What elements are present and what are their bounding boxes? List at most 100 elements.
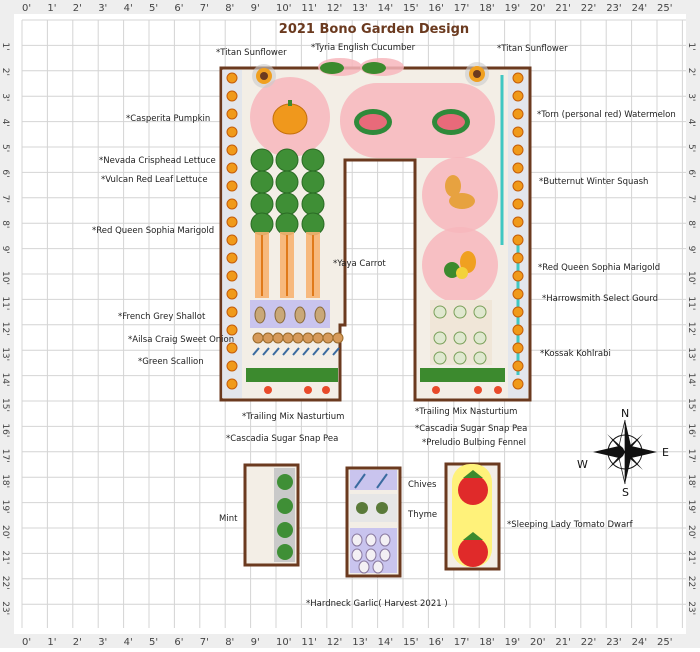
ruler-right — [686, 0, 700, 648]
lettuce-icon — [301, 148, 325, 172]
ruler-x-label: 19' — [505, 3, 520, 14]
nasturtium-row-left — [246, 368, 338, 382]
label-thyme: Thyme — [407, 510, 437, 520]
label-chives: Chives — [408, 480, 437, 490]
ruler-y-label: 2' — [686, 68, 696, 76]
kohlrabi-icon — [433, 351, 447, 365]
ruler-x-label: 8' — [225, 3, 234, 14]
ruler-x-label: 20' — [530, 637, 545, 648]
ruler-x-label: 4' — [124, 3, 133, 14]
ruler-x-label: 7' — [200, 637, 209, 648]
thyme-icon — [356, 502, 368, 514]
scallion-plants — [252, 347, 340, 356]
label-carrot: *Yaya Carrot — [333, 259, 386, 269]
label-lettuce-nevada: *Nevada Crisphead Lettuce — [99, 156, 216, 166]
ruler-y-label: 5' — [686, 144, 696, 152]
nasturtium-flower-icon — [322, 386, 330, 394]
marigold-icon — [512, 360, 524, 372]
ruler-y-label: 7' — [0, 195, 10, 203]
gourd-zone — [422, 227, 498, 303]
mint-icon — [277, 474, 293, 490]
scallion-icon — [262, 347, 270, 356]
main-bed — [219, 58, 532, 402]
ruler-y-label: 3' — [0, 93, 10, 101]
garlic-icon — [379, 548, 391, 562]
label-onion: *Ailsa Craig Sweet Onion — [128, 335, 234, 345]
marigold-icon — [226, 144, 238, 156]
compass-e: E — [662, 446, 669, 459]
plant-labels: *Titan Sunflower *Tyria English Cucumber… — [92, 43, 676, 609]
ruler-x-label: 11' — [301, 3, 316, 14]
ruler-bottom — [0, 634, 700, 648]
ruler-y-label: 19' — [686, 500, 696, 514]
ruler-y-label: 12' — [0, 322, 10, 336]
ruler-y-label: 6' — [0, 169, 10, 177]
onion-icon — [252, 332, 264, 344]
ruler-y-label: 11' — [686, 296, 696, 310]
ruler-x-label: 15' — [403, 637, 418, 648]
onion-icon — [282, 332, 294, 344]
ruler-x-label: 1' — [47, 637, 56, 648]
scallion-icon — [252, 347, 260, 356]
ruler-x-label: 15' — [403, 3, 418, 14]
mint-plants — [277, 474, 293, 560]
lettuce-icon — [250, 212, 274, 236]
nasturtium-flower-icon — [474, 386, 482, 394]
garlic-icon — [379, 533, 391, 547]
ruler-x-label: 18' — [479, 3, 494, 14]
kohlrabi-icon — [453, 351, 467, 365]
ruler-x-label: 16' — [428, 637, 443, 648]
ruler-y-label: 22' — [0, 576, 10, 590]
ruler-y-label: 16' — [686, 423, 696, 437]
ruler-y-label: 16' — [0, 423, 10, 437]
label-garlic: *Hardneck Garlic( Harvest 2021 ) — [306, 599, 448, 609]
marigold-icon — [512, 108, 524, 120]
kohlrabi-icon — [453, 331, 467, 345]
ruler-y-label: 13' — [686, 347, 696, 361]
ruler-y-label: 20' — [0, 525, 10, 539]
ruler-y-label: 7' — [686, 195, 696, 203]
gourd-icon — [444, 251, 476, 279]
kohlrabi-icon — [433, 331, 447, 345]
scallion-icon — [312, 347, 320, 356]
sunflower-right-icon — [465, 62, 489, 86]
label-kohlrabi: *Kossak Kohlrabi — [540, 349, 611, 359]
ruler-y-label: 20' — [686, 525, 696, 539]
ruler-x-label: 19' — [505, 637, 520, 648]
mint-bed — [243, 463, 300, 567]
ruler-x-label: 13' — [352, 3, 367, 14]
ruler-x-label: 8' — [225, 637, 234, 648]
marigold-icon — [226, 270, 238, 282]
label-squash: *Butternut Winter Squash — [539, 177, 648, 187]
ruler-y-label: 17' — [686, 449, 696, 463]
scallion-icon — [292, 347, 300, 356]
ruler-x-label: 6' — [174, 3, 183, 14]
marigold-icon — [226, 360, 238, 372]
lettuce-icon — [275, 192, 299, 216]
marigold-icon — [226, 198, 238, 210]
compass-w: W — [577, 458, 588, 471]
ruler-x-label: 21' — [555, 3, 570, 14]
ruler-x-label: 21' — [555, 637, 570, 648]
garlic-icon — [351, 533, 363, 547]
ruler-x-label: 10' — [276, 3, 291, 14]
mint-icon — [277, 522, 293, 538]
ruler-left — [0, 0, 14, 648]
carrot-plants — [255, 232, 320, 298]
ruler-x-label: 9' — [251, 3, 260, 14]
ruler-x-label: 17' — [454, 3, 469, 14]
ruler-y-label: 17' — [0, 449, 10, 463]
ruler-y-label: 2' — [0, 68, 10, 76]
scallion-icon — [332, 347, 340, 356]
ruler-x-label: 1' — [47, 3, 56, 14]
label-lettuce-vulcan: *Vulcan Red Leaf Lettuce — [101, 175, 208, 185]
scallion-icon — [272, 347, 280, 356]
scallion-icon — [322, 347, 330, 356]
label-mint: Mint — [219, 514, 238, 524]
onion-icon — [292, 332, 304, 344]
lettuce-icon — [301, 192, 325, 216]
marigold-icon — [512, 126, 524, 138]
marigold-icon — [512, 72, 524, 84]
